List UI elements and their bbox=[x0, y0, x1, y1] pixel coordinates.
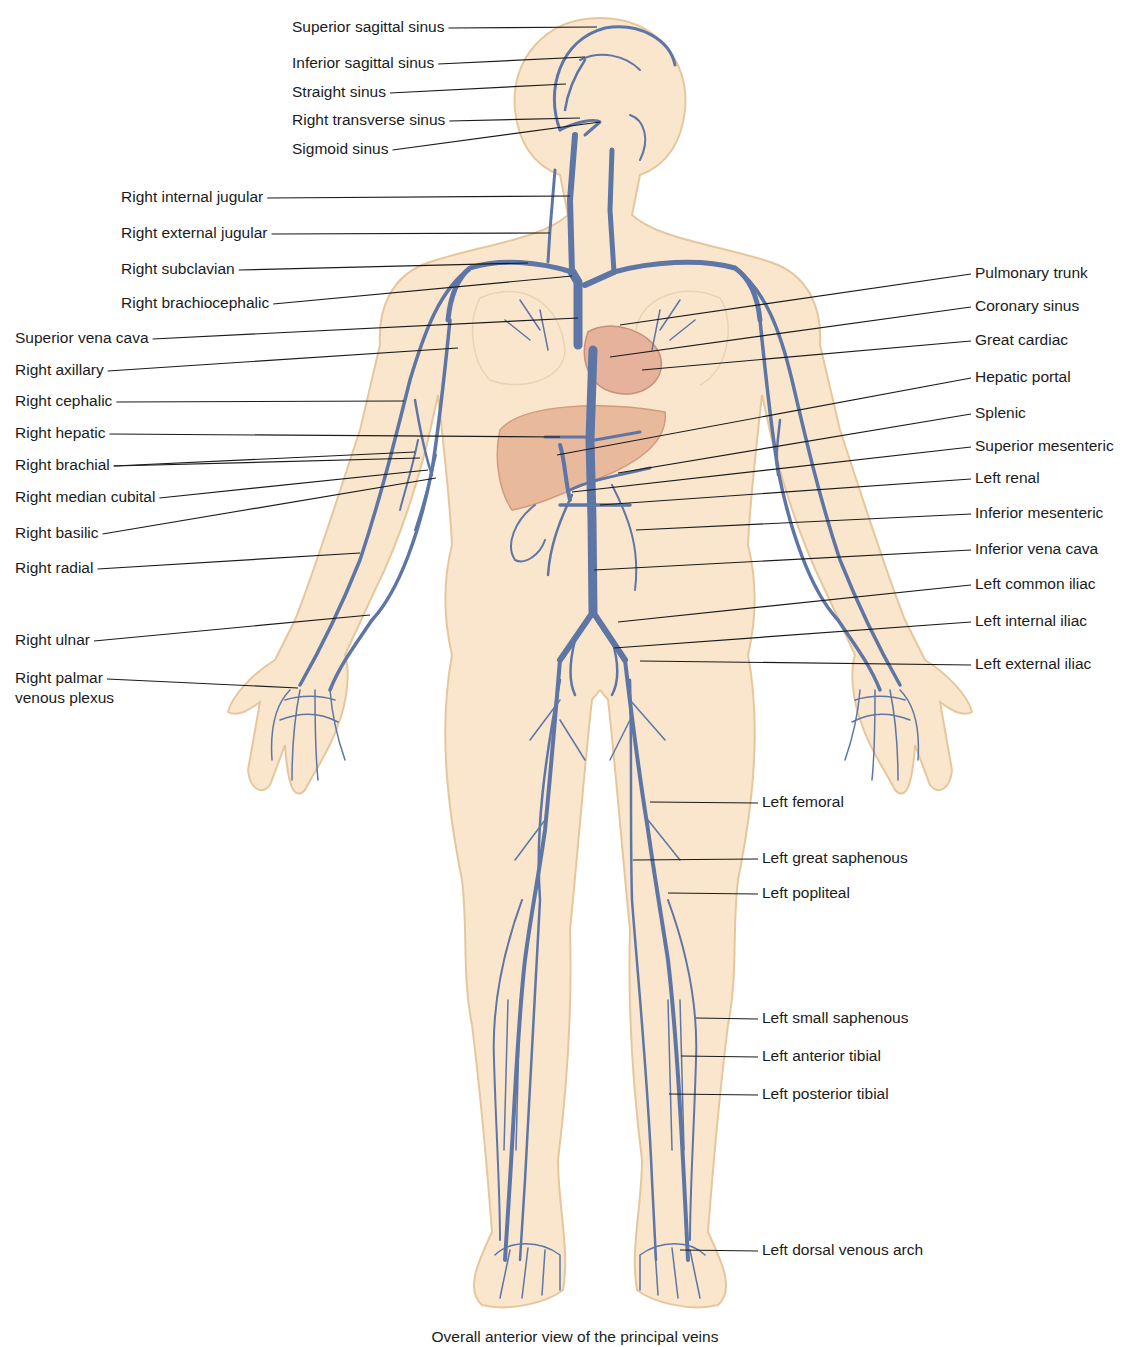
veins bbox=[272, 27, 919, 1298]
vein-label: Right external jugular bbox=[121, 223, 267, 243]
vein-label: Right median cubital bbox=[15, 487, 155, 507]
leader-line bbox=[116, 401, 404, 402]
leader-line bbox=[650, 802, 758, 803]
vein-label: Right brachial bbox=[15, 455, 110, 475]
leader-line bbox=[390, 84, 566, 93]
leader-line bbox=[449, 27, 598, 28]
leader-line bbox=[640, 661, 971, 665]
leader-line bbox=[239, 263, 528, 270]
leader-line bbox=[153, 318, 578, 339]
leader-line bbox=[681, 1056, 758, 1057]
vein-label: Left dorsal venous arch bbox=[762, 1240, 923, 1260]
vein-label: Superior sagittal sinus bbox=[292, 17, 445, 37]
leader-line bbox=[159, 470, 428, 498]
leader-line bbox=[572, 447, 971, 492]
leader-line bbox=[109, 434, 560, 437]
vein-label: Right transverse sinus bbox=[292, 110, 445, 130]
figure-caption: Overall anterior view of the principal v… bbox=[300, 1327, 850, 1347]
vein-label: Right brachiocephalic bbox=[121, 293, 269, 313]
leader-line bbox=[273, 276, 572, 304]
leader-line bbox=[614, 622, 971, 648]
leader-line bbox=[633, 859, 758, 860]
vein-label: Right radial bbox=[15, 558, 93, 578]
leader-line bbox=[618, 414, 971, 473]
leader-line bbox=[107, 679, 298, 688]
vein-label: Great cardiac bbox=[975, 330, 1068, 350]
vein-label: Superior vena cava bbox=[15, 328, 149, 348]
leader-line bbox=[267, 196, 570, 198]
vein-label: Left posterior tibial bbox=[762, 1084, 889, 1104]
body-outline bbox=[228, 18, 972, 1307]
leader-line bbox=[557, 378, 971, 455]
vein-label: Right internal jugular bbox=[121, 187, 263, 207]
vein-label: Right hepatic bbox=[15, 423, 105, 443]
vein-label: Hepatic portal bbox=[975, 367, 1071, 387]
leader-line bbox=[669, 1094, 758, 1095]
leader-line bbox=[97, 553, 360, 569]
vein-label: Left renal bbox=[975, 468, 1040, 488]
leader-line bbox=[636, 514, 971, 530]
leader-line bbox=[449, 118, 580, 121]
leader-line bbox=[114, 458, 420, 466]
leader-line bbox=[271, 233, 550, 234]
leader-line bbox=[680, 1250, 758, 1251]
leader-line bbox=[600, 479, 971, 505]
vein-label: Left external iliac bbox=[975, 654, 1091, 674]
vein-label: Right ulnar bbox=[15, 630, 90, 650]
vein-label: Inferior vena cava bbox=[975, 539, 1098, 559]
vein-label: Left common iliac bbox=[975, 574, 1096, 594]
vein-label: Left femoral bbox=[762, 792, 844, 812]
vein-label: Right cephalic bbox=[15, 391, 112, 411]
leader-line bbox=[103, 478, 436, 534]
vein-label: Inferior mesenteric bbox=[975, 503, 1103, 523]
leader-line bbox=[618, 585, 971, 622]
vein-label: Pulmonary trunk bbox=[975, 263, 1088, 283]
vein-label: Right subclavian bbox=[121, 259, 235, 279]
leader-line bbox=[438, 57, 585, 64]
vein-label: Inferior sagittal sinus bbox=[292, 53, 434, 73]
leader-line bbox=[620, 274, 971, 325]
organs bbox=[473, 291, 729, 510]
vein-label: Right axillary bbox=[15, 360, 104, 380]
vein-label: Sigmoid sinus bbox=[292, 139, 389, 159]
vein-label: Left small saphenous bbox=[762, 1008, 908, 1028]
leader-line bbox=[668, 893, 758, 894]
leader-line bbox=[642, 341, 971, 370]
vein-label: Right basilic bbox=[15, 523, 99, 543]
vein-label: Coronary sinus bbox=[975, 296, 1079, 316]
leader-line bbox=[594, 550, 971, 570]
vein-label: Left great saphenous bbox=[762, 848, 908, 868]
vein-label: Straight sinus bbox=[292, 82, 386, 102]
vein-label: Left popliteal bbox=[762, 883, 850, 903]
vein-label: Splenic bbox=[975, 403, 1026, 423]
vein-label: Left anterior tibial bbox=[762, 1046, 881, 1066]
leader-line bbox=[94, 615, 370, 641]
leader-line bbox=[610, 307, 971, 357]
vein-label: Superior mesenteric bbox=[975, 436, 1114, 456]
vein-label: Left internal iliac bbox=[975, 611, 1087, 631]
vein-label: Right palmar venous plexus bbox=[15, 668, 133, 708]
leader-line bbox=[108, 348, 458, 371]
leader-line bbox=[696, 1018, 758, 1019]
